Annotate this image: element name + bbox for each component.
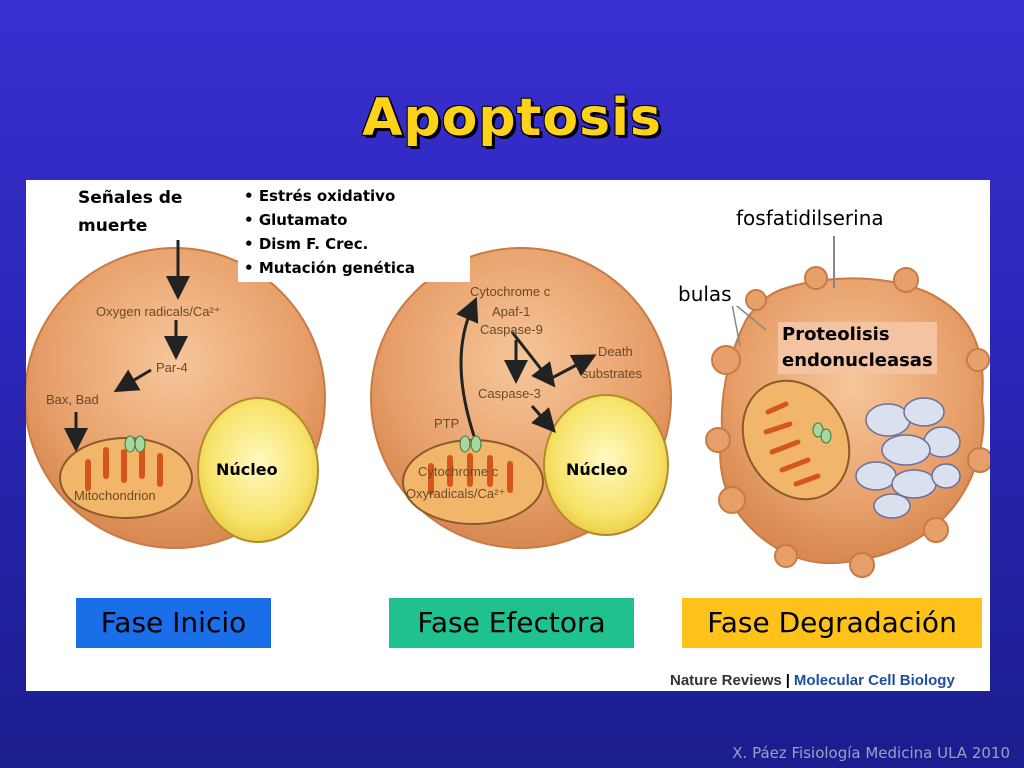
channel-1a [124,435,136,453]
slide-title: Apoptosis [362,88,662,148]
blebs [705,266,990,578]
label-death1: Death [598,344,633,359]
credit-right: Molecular Cell Biology [793,672,955,689]
label-cyt2: Cytochrome c [418,464,499,479]
mito-cristae-2 [428,453,513,495]
arrow-casp3-nuc [510,331,556,388]
label-proteolisis-line1: Proteolisis [782,324,890,345]
stress-item: Mutación genética [244,256,464,280]
label-proteolisis: Proteolisis endonucleasas [778,322,937,374]
arrow-casp3 [530,405,556,433]
phase-degradacion: Fase Degradación [682,598,982,648]
phase-efectora: Fase Efectora [389,598,634,648]
channel-2a [459,435,471,453]
label-mito: Mitochondrion [74,488,156,503]
label-nucleus-2: Núcleo [566,460,628,479]
label-par4: Par-4 [156,360,188,375]
label-ptp: PTP [434,416,459,431]
label-oxygen: Oxygen radicals/Ca²⁺ [96,304,221,319]
diagram-panel: Oxygen radicals/Ca²⁺ Par-4 Bax, Bad Mito… [26,180,990,691]
nucleus-2 [543,394,669,536]
fragmented-nucleus [855,397,961,519]
pointer-bulas-b [731,303,741,347]
arrow-bax [113,368,152,393]
channel-2b [470,435,482,453]
arrow-cyt-release [456,297,479,437]
footer-author: X. Páez Fisiología Medicina ULA 2010 [732,744,1010,762]
label-oxy: Oxyradicals/Ca²⁺ [406,486,505,501]
channel-1b [134,435,146,453]
label-bax: Bax, Bad [46,392,99,407]
mito-cristae-3 [763,401,821,487]
label-casp9: Caspase-9 [480,322,543,337]
channel-3b [820,428,832,444]
source-credit: Nature Reviews|Molecular Cell Biology [670,670,990,692]
label-casp3: Caspase-3 [478,386,541,401]
label-signals: Señales de muerte [78,184,208,240]
stress-item: Glutamato [244,208,464,232]
credit-separator: | [785,672,790,689]
phase-inicio: Fase Inicio [76,598,271,648]
credit-left: Nature Reviews [670,672,782,689]
label-proteolisis-line2: endonucleasas [782,350,933,371]
stress-item: Dism F. Crec. [244,232,464,256]
pointer-bulas-a [731,301,767,331]
label-bulas: bulas [678,282,738,306]
stress-list: Estrés oxidativo Glutamato Dism F. Crec.… [238,182,470,282]
label-nucleus-1: Núcleo [216,460,278,479]
label-cyt: Cytochrome c [470,284,551,299]
label-death2: substrates [582,366,642,381]
mito-cristae-1 [85,447,163,491]
nucleus-1 [197,397,319,543]
label-fosfatidilserina: fosfatidilserina [734,206,982,230]
label-apaf: Apaf-1 [492,304,530,319]
stress-item: Estrés oxidativo [244,184,464,208]
